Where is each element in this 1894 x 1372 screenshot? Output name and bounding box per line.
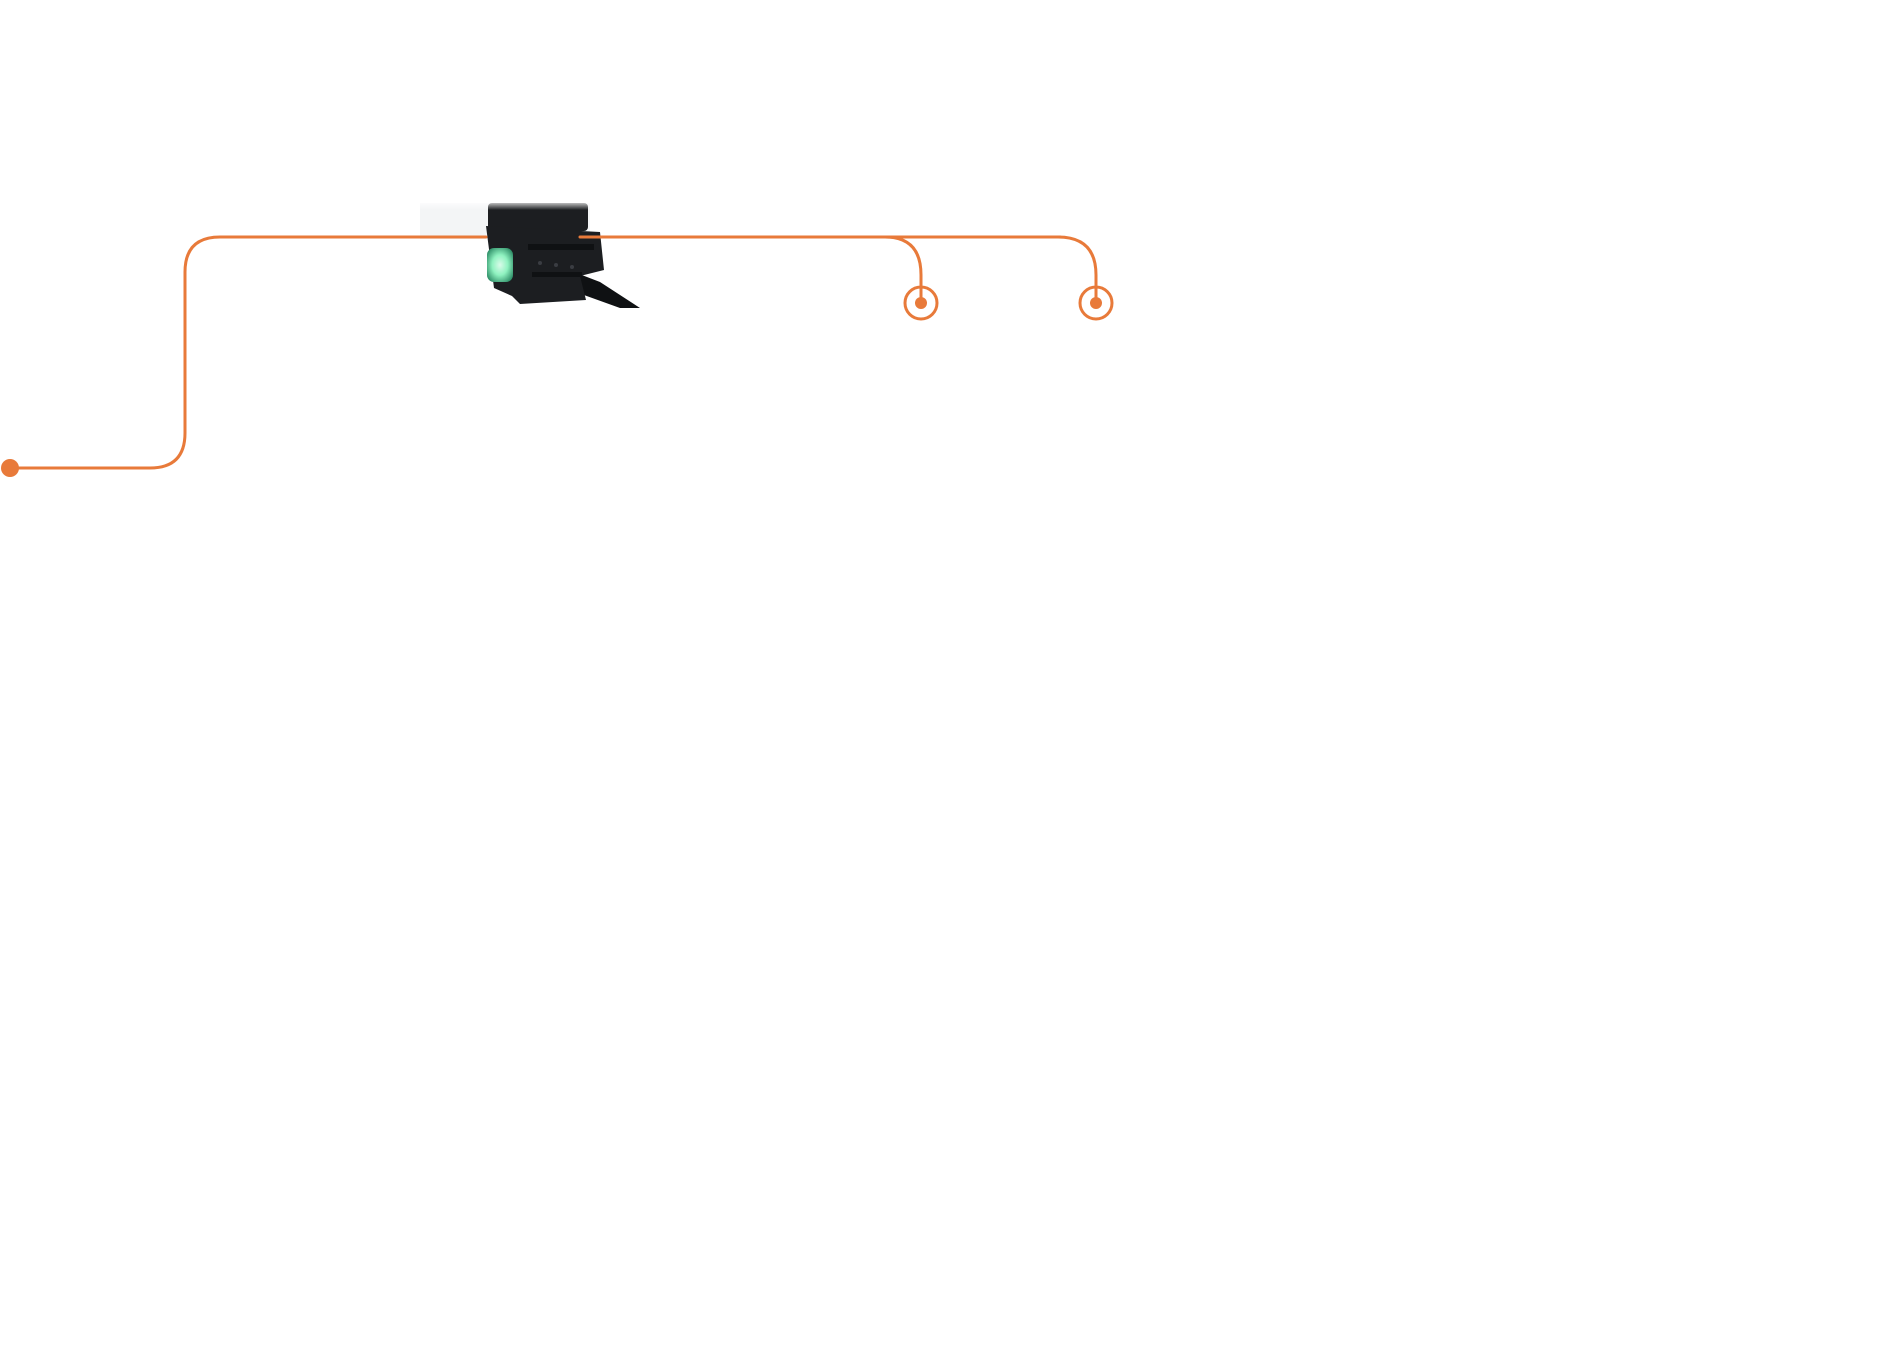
device-rail [528, 244, 594, 250]
connector-line-branch-1 [883, 235, 923, 302]
device-fade [420, 200, 590, 210]
device-screw [570, 265, 574, 269]
connector-line-branch-2 [1056, 235, 1098, 302]
device-rail-lower [532, 272, 582, 277]
target-ring-icon [903, 285, 939, 321]
indicator-light [487, 248, 513, 282]
dot-endpoint-icon [1, 459, 19, 477]
target-ring-icon [1078, 285, 1114, 321]
camera-mount-icon [420, 200, 640, 308]
device-screw [538, 261, 542, 265]
connector-line-left [8, 235, 488, 470]
device-screw [554, 263, 558, 267]
